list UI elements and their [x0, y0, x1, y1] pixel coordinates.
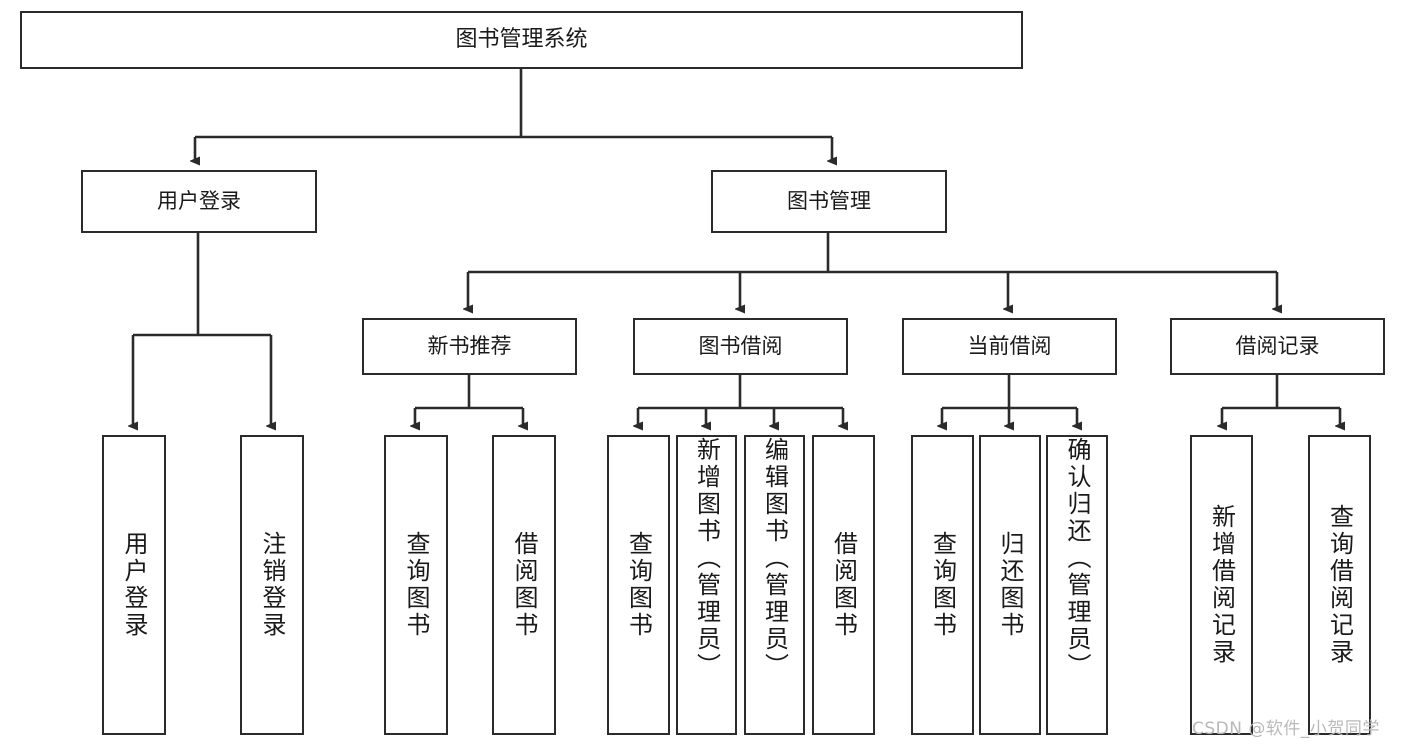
node-leaf-confirm-return[interactable]: 确认归还（管理员） — [1046, 435, 1108, 735]
node-label: 新增借阅记录 — [1207, 504, 1236, 666]
node-label: 图书管理系统 — [455, 27, 588, 53]
node-leaf-query-book-2[interactable]: 查询图书 — [607, 435, 670, 735]
node-leaf-borrow-book-2[interactable]: 借阅图书 — [812, 435, 875, 735]
node-user-login[interactable]: 用户登录 — [81, 170, 317, 233]
node-leaf-add-record[interactable]: 新增借阅记录 — [1190, 435, 1253, 735]
node-leaf-query-record[interactable]: 查询借阅记录 — [1308, 435, 1371, 735]
node-borrow-record[interactable]: 借阅记录 — [1170, 318, 1385, 375]
node-label: 新书推荐 — [427, 334, 512, 359]
node-label: 借阅记录 — [1235, 334, 1320, 359]
node-new-book-recommend[interactable]: 新书推荐 — [362, 318, 577, 375]
node-leaf-edit-book[interactable]: 编辑图书（管理员） — [744, 435, 805, 735]
node-label: 查询图书 — [402, 531, 430, 639]
node-label: 注销登录 — [258, 531, 286, 639]
node-leaf-logout-login[interactable]: 注销登录 — [240, 435, 304, 735]
node-label: 确认归还（管理员） — [1063, 437, 1091, 680]
node-label: 查询图书 — [928, 531, 957, 639]
node-label: 图书管理 — [787, 189, 871, 214]
node-label: 当前借阅 — [967, 334, 1052, 359]
node-book-borrow[interactable]: 图书借阅 — [633, 318, 848, 375]
node-leaf-user-login[interactable]: 用户登录 — [102, 435, 166, 735]
node-root-system[interactable]: 图书管理系统 — [20, 11, 1023, 69]
node-leaf-query-book-3[interactable]: 查询图书 — [911, 435, 974, 735]
node-label: 借阅图书 — [510, 531, 538, 639]
node-label: 图书借阅 — [698, 334, 783, 359]
node-leaf-query-book-1[interactable]: 查询图书 — [384, 435, 448, 735]
node-leaf-add-book[interactable]: 新增图书（管理员） — [676, 435, 737, 735]
node-label: 查询借阅记录 — [1325, 504, 1354, 666]
node-leaf-borrow-book-1[interactable]: 借阅图书 — [492, 435, 556, 735]
node-label: 编辑图书（管理员） — [760, 437, 789, 680]
node-current-borrow[interactable]: 当前借阅 — [902, 318, 1117, 375]
node-leaf-return-book[interactable]: 归还图书 — [979, 435, 1041, 735]
node-label: 新增图书（管理员） — [692, 437, 721, 680]
node-label: 归还图书 — [996, 531, 1024, 639]
node-label: 借阅图书 — [829, 531, 858, 639]
csdn-watermark: CSDN @软件_小贺同学 — [1192, 719, 1380, 739]
node-label: 用户登录 — [120, 531, 148, 639]
node-label: 查询图书 — [624, 531, 653, 639]
node-label: 用户登录 — [157, 189, 241, 214]
node-book-management[interactable]: 图书管理 — [711, 170, 947, 233]
